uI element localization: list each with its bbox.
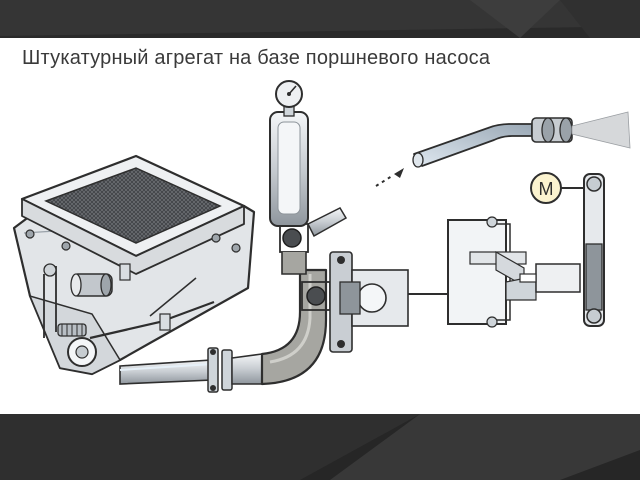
delivery-hose <box>375 111 631 187</box>
delivery-outlet <box>306 207 348 238</box>
slide-title: Штукатурный агрегат на базе поршневого н… <box>22 47 491 69</box>
gearbox <box>447 216 581 328</box>
discharge-valve <box>282 228 302 248</box>
slide-panel: Штукатурный агрегат на базе поршневого н… <box>0 38 640 414</box>
motor-label: M <box>539 179 554 199</box>
plaster-unit-diagram: M <box>12 80 631 393</box>
air-chamber <box>269 80 309 227</box>
sieve-mesh <box>44 167 222 244</box>
pump-elbow <box>260 223 331 386</box>
mixer-hopper <box>12 154 256 376</box>
pump-cylinder <box>329 251 452 353</box>
suction-valve <box>306 286 326 306</box>
suction-pipe <box>119 347 263 393</box>
motor-drive: M <box>530 172 605 327</box>
spray-jet <box>571 111 631 149</box>
